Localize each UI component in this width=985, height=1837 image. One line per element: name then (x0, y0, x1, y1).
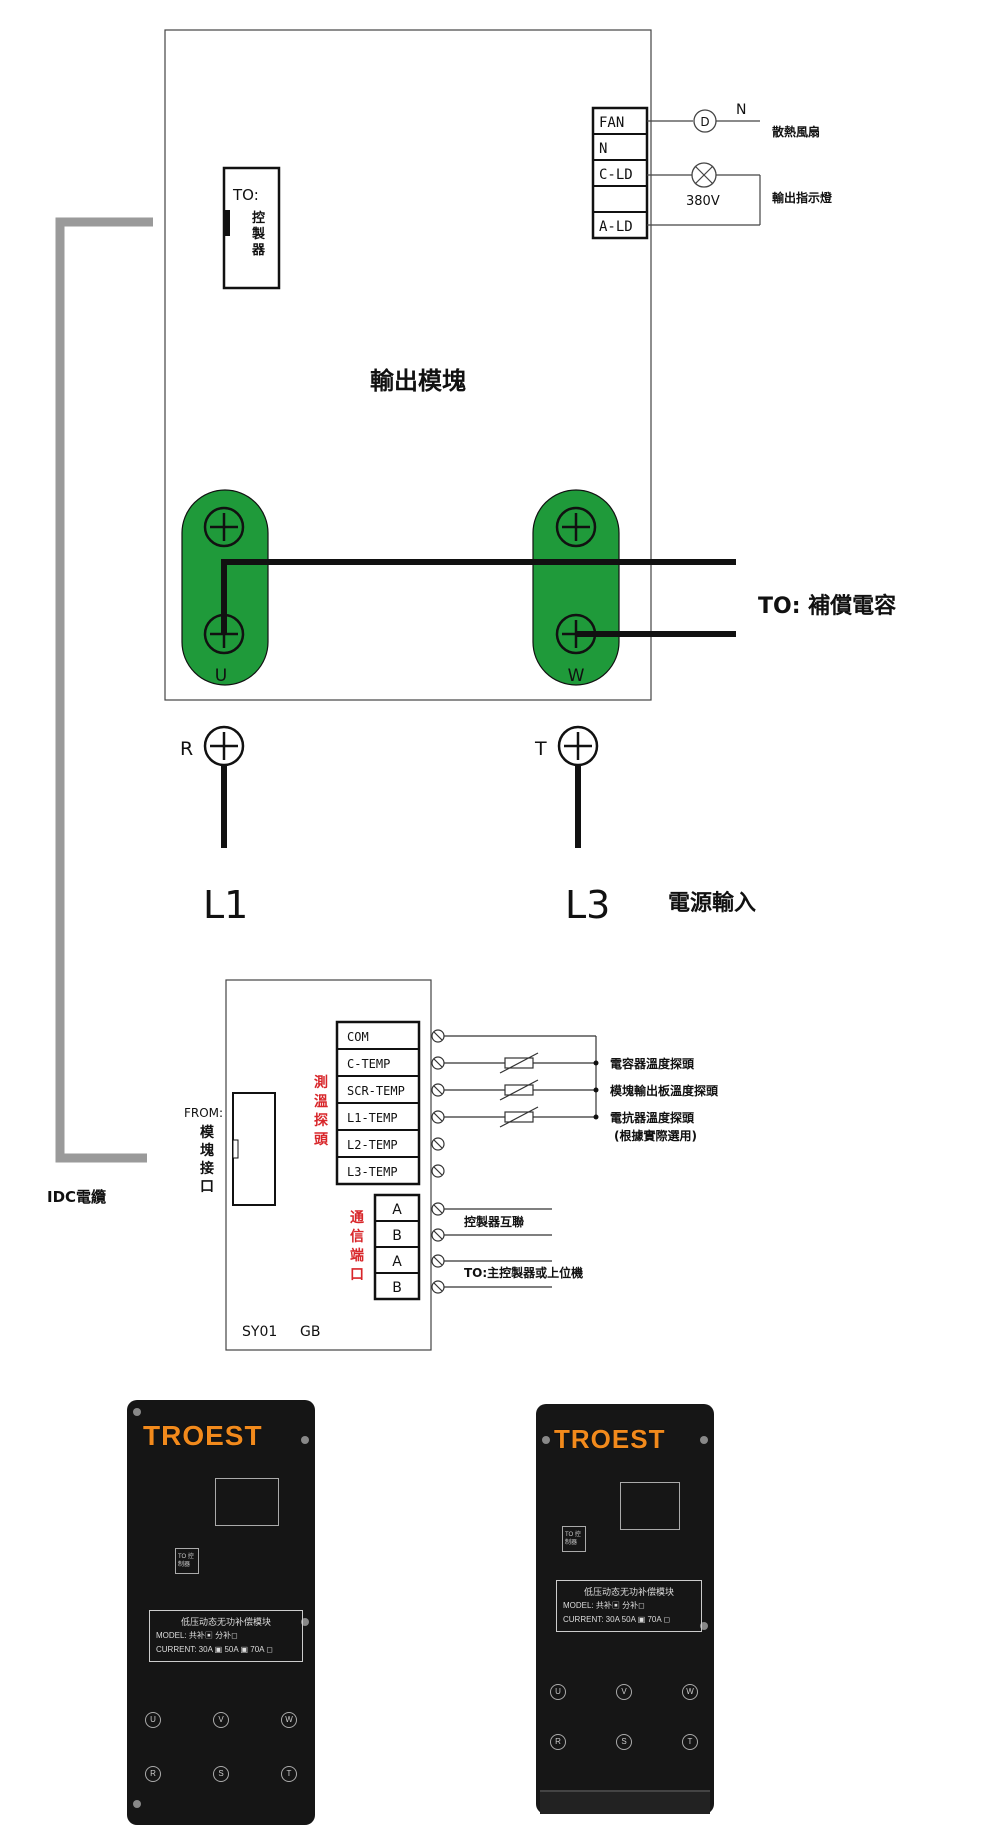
device-2-nameplate-title: 低压动态无功补偿模块 (583, 1587, 674, 1597)
fan-desc: 散熱風扇 (772, 124, 820, 139)
terminal-r-label: R (180, 738, 193, 760)
temp-group-char-1: 測 (314, 1074, 328, 1091)
device-2-fan-base (540, 1790, 710, 1814)
temp-terminal-ctemp: C-TEMP (347, 1057, 390, 1071)
idc-cable-label: IDC電纜 (47, 1188, 106, 1206)
module-title: 輸出模塊 (370, 367, 466, 395)
device-2-knob-r: R (550, 1734, 566, 1750)
device-2-knob-s: S (616, 1734, 632, 1750)
device-2-wiring-icon (620, 1482, 680, 1530)
comm-terminal-a1: A (392, 1202, 402, 1218)
device-1-nameplate-model: MODEL: 共补▣ 分补◻ (156, 1631, 238, 1640)
device-1-knob-u: U (145, 1712, 161, 1728)
idc-cable (55, 217, 153, 1163)
device-1-knob-v: V (213, 1712, 229, 1728)
power-input-label: 電源輸入 (668, 890, 756, 916)
temp-terminal-l2temp: L2-TEMP (347, 1138, 398, 1152)
temp-terminal-com: COM (347, 1030, 369, 1044)
device-2-knob-v: V (616, 1684, 632, 1700)
fan-terminal-ald: A-LD (599, 219, 633, 235)
controller-ref-connector (225, 210, 230, 236)
temp-terminal-l3temp: L3-TEMP (347, 1165, 398, 1179)
fan-terminal-block (591, 106, 649, 240)
temp-terminal-l1temp: L1-TEMP (347, 1111, 398, 1125)
terminal-w-label: W (568, 666, 585, 686)
board-idc-connector (232, 1092, 276, 1206)
device-2-knob-w: W (682, 1684, 698, 1700)
comm-group-char-3: 端 (350, 1247, 364, 1264)
device-1-wiring-icon (215, 1478, 279, 1526)
fan-terminal-cld: C-LD (599, 167, 633, 183)
device-2-nameplate: 低压动态无功补偿模块 MODEL: 共补▣ 分补◻ CURRENT: 30A 5… (556, 1580, 702, 1632)
comm-terminal-a2: A (392, 1254, 402, 1270)
probe-label-3: 電抗器溫度探頭 (610, 1110, 695, 1125)
fan-symbol-letter: D (700, 115, 709, 129)
controller-ref-char-1: 控 (252, 210, 265, 226)
comm-group-char-2: 信 (350, 1228, 364, 1245)
temp-group-char-3: 探 (314, 1112, 328, 1129)
controller-ref-box (222, 166, 281, 290)
board-model: SY01 (242, 1324, 277, 1340)
device-1-knob-w: W (281, 1712, 297, 1728)
board-standard: GB (300, 1324, 320, 1340)
comm-terminal-b1: B (392, 1228, 402, 1244)
terminal-u-top-screw (203, 506, 245, 548)
comm-group-char-4: 口 (350, 1267, 364, 1283)
device-1-nameplate: 低压动态无功补偿模块 MODEL: 共补▣ 分补◻ CURRENT: 30A ▣… (149, 1610, 303, 1662)
n-label: N (736, 102, 746, 118)
capacitor-label: TO: 補償電容 (758, 593, 896, 619)
device-1-knob-s: S (213, 1766, 229, 1782)
probe-label-2: 模塊輸出板溫度探頭 (610, 1083, 719, 1098)
device-1-nameplate-current: CURRENT: 30A ▣ 50A ▣ 70A ◻ (156, 1645, 273, 1654)
device-2-to-controller: TO 控制器 (562, 1526, 586, 1552)
probe-label-4: (根據實際選用) (614, 1128, 697, 1143)
device-2-nameplate-model: MODEL: 共补▣ 分补◻ (563, 1601, 645, 1610)
controller-ref-char-3: 器 (251, 243, 266, 258)
from-name-char-1: 模 (200, 1124, 215, 1141)
terminal-u-label: U (215, 666, 227, 686)
device-2-knob-t: T (682, 1734, 698, 1750)
device-2-brand-logo: TROEST (554, 1424, 666, 1454)
comm-desc-2: TO:主控製器或上位機 (464, 1265, 583, 1280)
fan-terminal-fan: FAN (599, 115, 624, 131)
controller-ref-to: TO: (232, 186, 259, 204)
indicator-desc: 輸出指示燈 (772, 190, 833, 205)
device-photo-1: TROEST TO 控制器 低压动态无功补偿模块 MODEL: 共补▣ 分补◻ … (127, 1400, 315, 1825)
device-1-to-controller: TO 控制器 (175, 1548, 199, 1574)
comm-desc-1: 控製器互聯 (464, 1214, 524, 1229)
voltage-label: 380V (686, 194, 720, 209)
device-1-knob-r: R (145, 1766, 161, 1782)
device-1-nameplate-title: 低压动态无功补偿模块 (180, 1617, 271, 1627)
temp-terminal-scrtemp: SCR-TEMP (347, 1084, 405, 1098)
device-2-nameplate-current: CURRENT: 30A 50A ▣ 70A ◻ (563, 1615, 671, 1624)
capacitor-wire-u (221, 559, 736, 634)
from-name-char-3: 接 (200, 1160, 214, 1177)
device-1-brand-logo: TROEST (143, 1420, 263, 1451)
probe-label-1: 電容器溫度探頭 (610, 1056, 695, 1071)
terminal-t-label: T (534, 738, 547, 760)
temp-group-char-4: 頭 (314, 1132, 329, 1148)
from-label: FROM: (184, 1106, 223, 1120)
device-2-knob-u: U (550, 1684, 566, 1700)
fan-terminal-n: N (599, 141, 607, 157)
controller-ref-char-2: 製 (251, 226, 265, 242)
comm-terminal-b2: B (392, 1280, 402, 1296)
device-1-knob-t: T (281, 1766, 297, 1782)
comm-group-char-1: 通 (350, 1210, 364, 1226)
power-l3-label: L3 (565, 883, 610, 927)
temp-group-char-2: 溫 (314, 1093, 328, 1110)
from-name-char-2: 塊 (200, 1142, 214, 1159)
from-name-char-4: 口 (200, 1179, 214, 1195)
power-l1-label: L1 (203, 883, 248, 927)
terminal-w-top-screw (555, 506, 597, 548)
device-photo-2: TROEST TO 控制器 低压动态无功补偿模块 MODEL: 共补▣ 分补◻ … (536, 1404, 714, 1814)
